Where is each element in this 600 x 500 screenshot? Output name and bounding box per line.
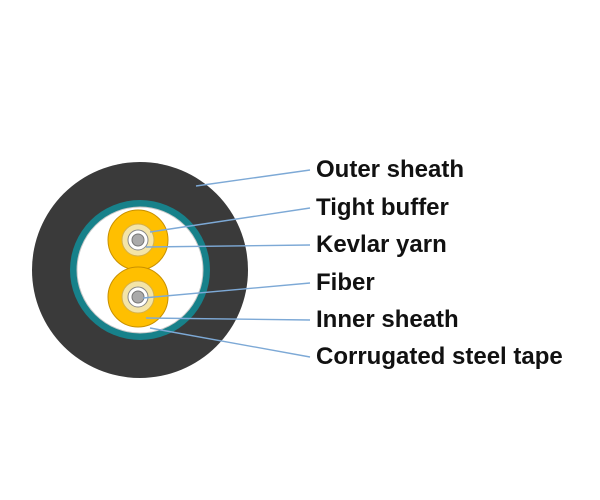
leader-line-outer-sheath (195, 169, 311, 187)
label-fiber: Fiber (316, 269, 375, 296)
callout-labels: Outer sheath Tight buffer Kevlar yarn Fi… (316, 156, 563, 370)
label-kevlar-yarn: Kevlar yarn (316, 231, 447, 258)
leader-line-inner-sheath (145, 317, 311, 321)
cable-cross-section (32, 162, 248, 378)
label-corrugated-steel-tape: Corrugated steel tape (316, 343, 563, 370)
leader-line-fiber (142, 282, 311, 299)
label-inner-sheath: Inner sheath (316, 306, 459, 333)
fiber-unit-top (107, 209, 169, 271)
leader-line-corrugated-steel-tape (149, 327, 311, 358)
leader-line-tight-buffer (149, 207, 311, 233)
label-outer-sheath: Outer sheath (316, 156, 464, 183)
label-tight-buffer: Tight buffer (316, 194, 449, 221)
fiber-core-top (131, 233, 145, 247)
leader-lines (142, 169, 311, 358)
fiber-core-bottom (131, 290, 145, 304)
leader-line-kevlar-yarn (145, 244, 311, 248)
fiber-unit-bottom (107, 266, 169, 328)
